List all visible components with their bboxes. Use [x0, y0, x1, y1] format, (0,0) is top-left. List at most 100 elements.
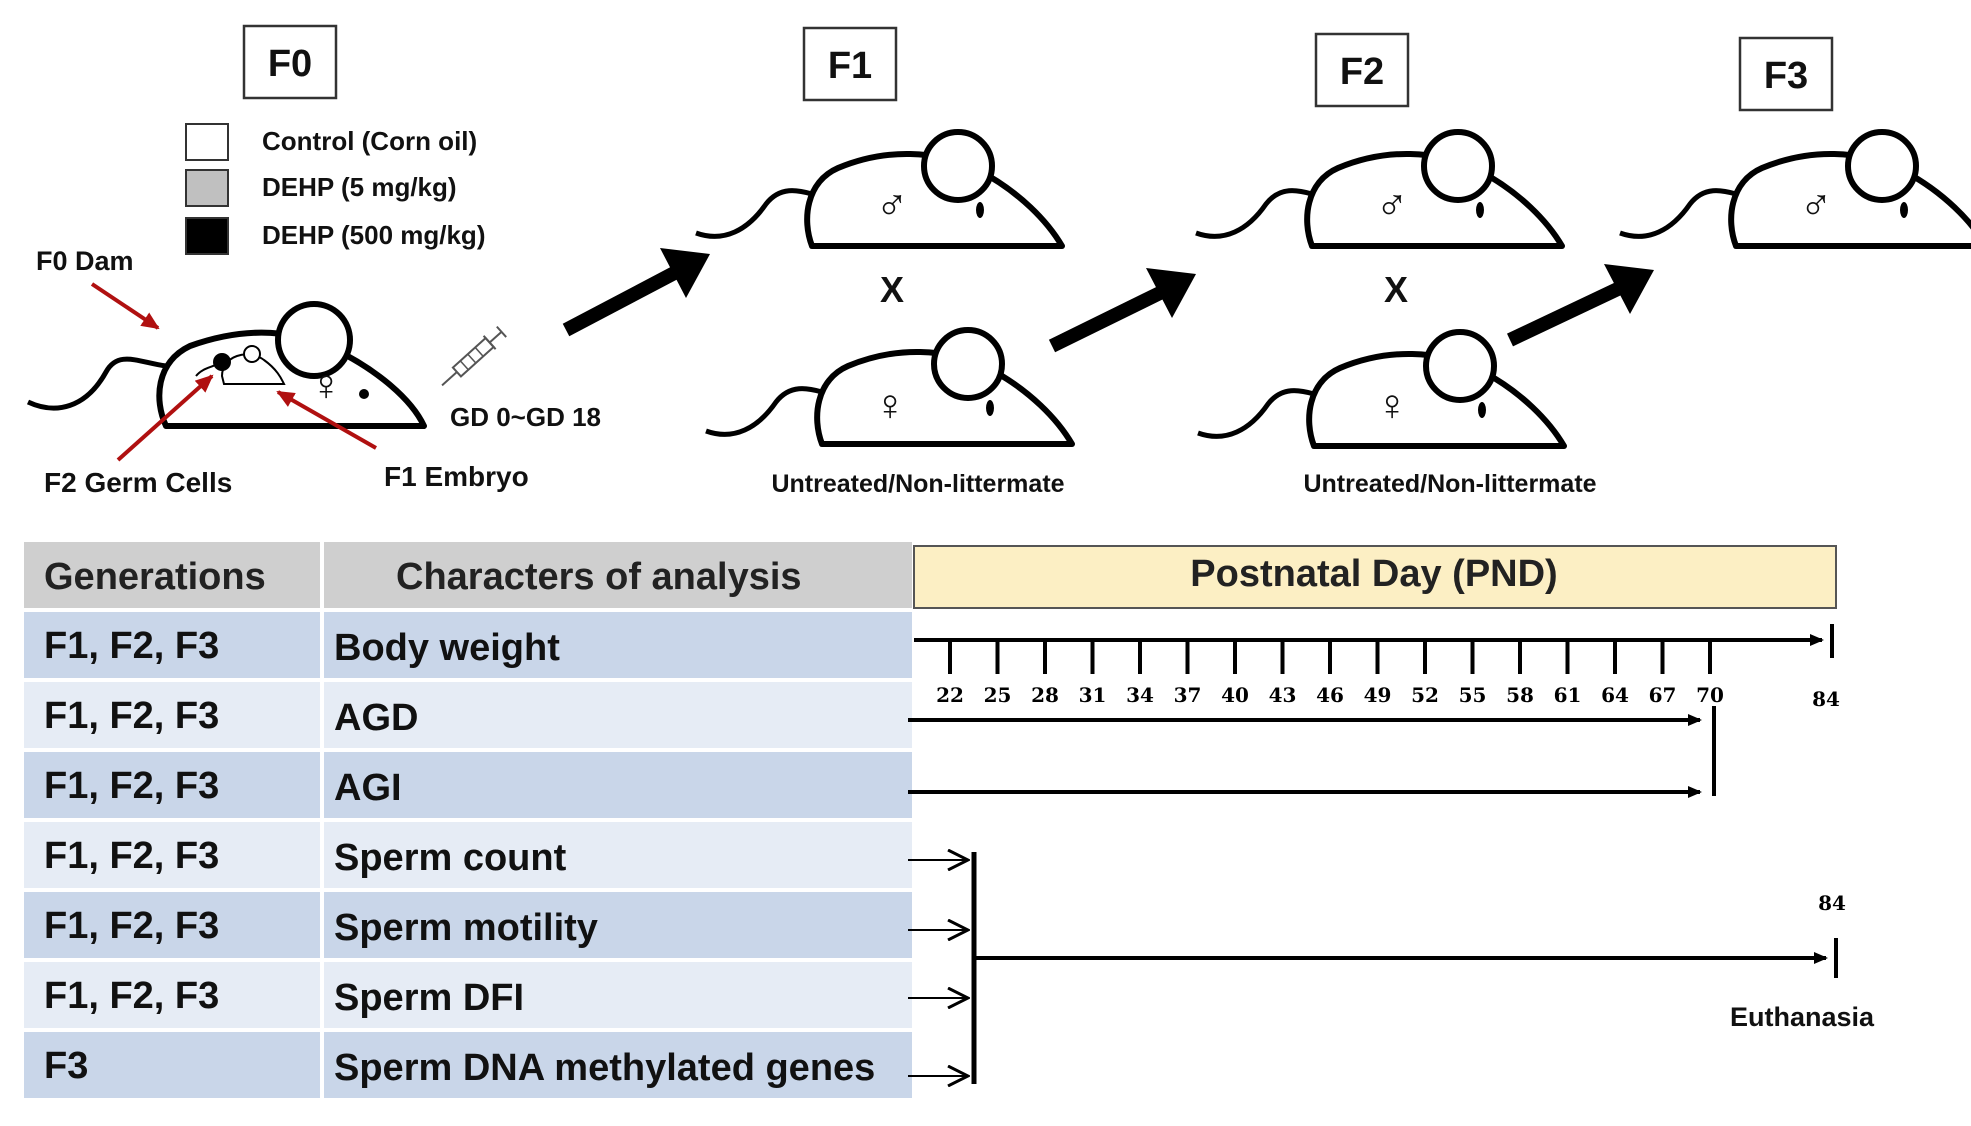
generation-box-f1: F1 [802, 26, 898, 102]
male-symbol-icon: ♂ [876, 179, 909, 228]
table-header-generations: Generations [44, 556, 266, 598]
analysis-text: AGI [334, 767, 402, 809]
generation-box-f0: F0 [242, 24, 338, 100]
sperm-input-arrows [908, 860, 968, 1076]
cross-symbol-f2: X [1384, 269, 1408, 310]
pnd-tick-label: 46 [1316, 683, 1344, 707]
legend-label-high-dose: DEHP (500 mg/kg) [262, 220, 485, 250]
euthanasia-day-label: 84 [1818, 891, 1846, 915]
f2-mate-label: Untreated/Non-littermate [1303, 470, 1596, 498]
analysis-text: Sperm DFI [334, 977, 524, 1019]
pnd-tick-label: 52 [1411, 683, 1439, 707]
generations-text: F1, F2, F3 [44, 835, 219, 877]
f1-male-mouse: ♂ [695, 129, 1065, 249]
generations-text: F3 [44, 1045, 88, 1087]
analysis-cell [324, 962, 912, 1028]
analysis-text: Body weight [334, 627, 560, 669]
pnd-tick-label: 70 [1696, 683, 1724, 707]
analysis-text: AGD [334, 697, 418, 739]
generations-cell [24, 752, 320, 818]
table-row: F1, F2, F3 Sperm motility [24, 892, 912, 958]
f0-dam-pointer [90, 282, 160, 330]
pnd-tick-label: 67 [1649, 683, 1677, 707]
pnd-tick-label: 43 [1269, 683, 1297, 707]
analysis-cell [324, 682, 912, 748]
syringe-icon [441, 325, 507, 387]
generations-cell [24, 682, 320, 748]
generations-text: F1, F2, F3 [44, 695, 219, 737]
generations-cell [24, 962, 320, 1028]
embryo-pointer [276, 390, 377, 450]
pnd-end-label: 84 [1812, 687, 1840, 711]
treatment-legend: Control (Corn oil) DEHP (5 mg/kg) DEHP (… [185, 123, 485, 255]
f0-dam-label: F0 Dam [36, 246, 134, 276]
female-symbol-icon: ♀ [1376, 381, 1409, 430]
pnd-tick-label: 49 [1364, 683, 1392, 707]
pnd-tick-label: 55 [1459, 683, 1487, 707]
generations-text: F1, F2, F3 [44, 905, 219, 947]
generations-cell [24, 822, 320, 888]
male-symbol-icon: ♂ [1800, 179, 1833, 228]
f2-male-mouse: ♂ [1195, 129, 1565, 249]
table-row: F3 Sperm DNA methylated genes [24, 1032, 912, 1098]
analysis-text: Sperm motility [334, 907, 598, 949]
table-row: F1, F2, F3 Sperm DFI [24, 962, 912, 1028]
legend-swatch-low-dose [185, 169, 229, 207]
analysis-cell [324, 822, 912, 888]
f3-male-mouse: ♂ [1619, 129, 1971, 249]
f1-mate-label: Untreated/Non-littermate [771, 470, 1064, 498]
header-cell-analysis [324, 542, 912, 608]
generations-cell [24, 892, 320, 958]
table-row: F1, F2, F3 AGD [24, 682, 912, 748]
pnd-tick-label: 22 [936, 683, 964, 707]
f2-germ-cells-label: F2 Germ Cells [44, 467, 232, 498]
analysis-table: Generations Characters of analysis Postn… [24, 542, 1837, 1098]
analysis-cell [324, 612, 912, 678]
generations-text: F1, F2, F3 [44, 625, 219, 667]
germ-cells-pointer [116, 374, 214, 462]
big-arrow-f0-f1 [562, 248, 710, 337]
pnd-tick-label: 25 [984, 683, 1012, 707]
pnd-tick-label: 61 [1554, 683, 1582, 707]
header-cell-generations [24, 542, 320, 608]
f2-female-mouse: ♀ [1197, 329, 1567, 449]
generation-label-f1: F1 [828, 45, 872, 87]
pnd-tick-label: 40 [1221, 683, 1249, 707]
f1-embryo-label: F1 Embryo [384, 461, 529, 492]
male-symbol-icon: ♂ [1376, 179, 1409, 228]
pnd-tick-label: 58 [1506, 683, 1534, 707]
pnd-tick-label: 34 [1126, 683, 1154, 707]
cross-symbol-f1: X [880, 269, 904, 310]
table-row: F1, F2, F3 Sperm count [24, 822, 912, 888]
generations-cell [24, 612, 320, 678]
pnd-tick-label: 64 [1601, 683, 1629, 707]
generation-label-f2: F2 [1340, 51, 1384, 93]
analysis-cell [324, 892, 912, 958]
f0-dam-mouse: ♀ [26, 301, 427, 429]
table-header-pnd: Postnatal Day (PND) [1190, 553, 1557, 595]
analysis-cell [324, 1032, 912, 1098]
big-arrow-f2-f3 [1507, 264, 1654, 347]
legend-swatch-high-dose [185, 217, 229, 255]
legend-label-control: Control (Corn oil) [262, 126, 477, 156]
legend-swatch-control [185, 123, 229, 161]
embryo-icon [195, 345, 286, 385]
header-cell-pnd [913, 545, 1837, 609]
analysis-text: Sperm count [334, 837, 567, 879]
female-symbol-icon: ♀ [310, 361, 343, 410]
pnd-tick-label: 31 [1079, 683, 1107, 707]
generation-label-f3: F3 [1764, 55, 1808, 97]
generations-text: F1, F2, F3 [44, 975, 219, 1017]
female-symbol-icon: ♀ [874, 381, 907, 430]
table-header-analysis: Characters of analysis [396, 556, 802, 598]
dosing-period-label: GD 0~GD 18 [450, 402, 601, 432]
analysis-cell [324, 752, 912, 818]
generation-label-f0: F0 [268, 43, 312, 85]
table-row: F1, F2, F3 Body weight [24, 612, 912, 678]
analysis-text: Sperm DNA methylated genes [334, 1047, 875, 1089]
